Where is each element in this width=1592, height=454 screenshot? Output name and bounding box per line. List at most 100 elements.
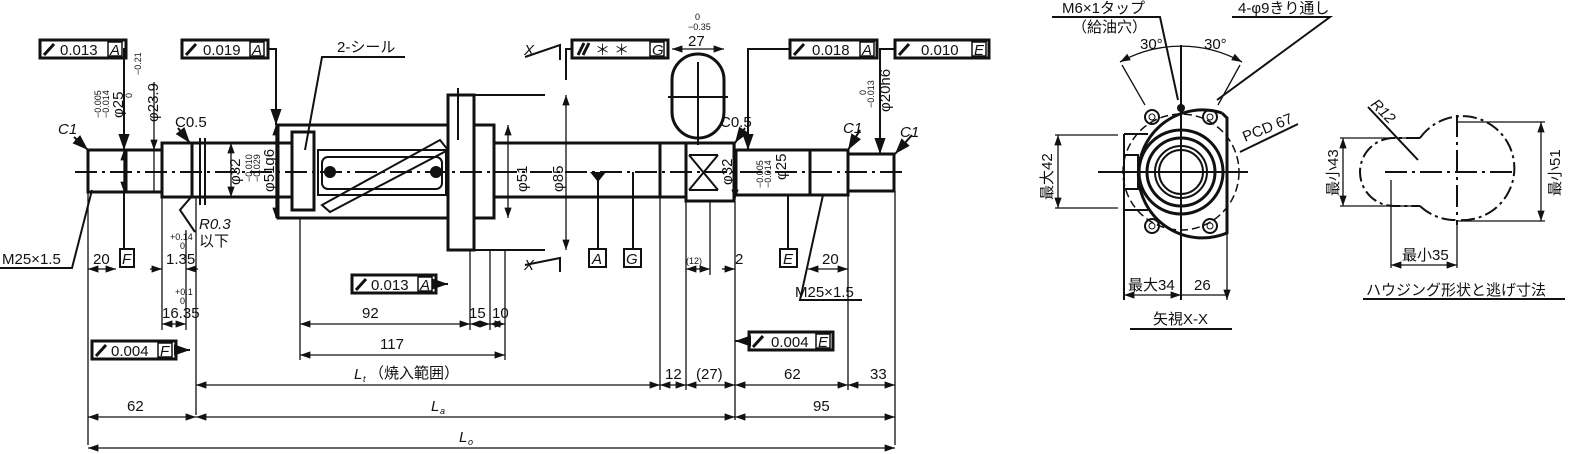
svg-text:12: 12 [665, 366, 682, 383]
svg-text:(12): (12) [686, 256, 702, 266]
view-x-x [1052, 16, 1334, 330]
datum-f: F [119, 192, 135, 268]
max42-label: 最大42 [1039, 153, 1056, 200]
svg-text:E: E [818, 334, 829, 351]
svg-text:1.35: 1.35 [166, 251, 195, 268]
tap-label: M6×1タップ [1062, 0, 1145, 17]
datum-e: E [779, 195, 798, 268]
seal-left [290, 130, 316, 212]
svg-text:F: F [122, 251, 132, 268]
return-tube-window [317, 149, 447, 196]
svg-text:L: L [354, 366, 362, 383]
flat-width-tol-lower: −0.35 [688, 22, 711, 32]
svg-text:10: 10 [492, 305, 509, 322]
seal-label: 2-シール [337, 39, 395, 56]
thread-left-label: M25×1.5 [2, 251, 61, 268]
svg-text:（焼入範囲）: （焼入範囲） [369, 364, 459, 382]
svg-text:t: t [363, 374, 366, 384]
fcf-runout-0010-e: 0.010 E [893, 38, 991, 60]
bolt-hole-icons [1144, 109, 1218, 234]
extension-lines [87, 191, 896, 445]
svg-text:φ32: φ32 [719, 159, 736, 185]
svg-text:A: A [419, 277, 430, 294]
view-x-x-caption: 矢視X-X [1153, 311, 1208, 328]
max34-label: 最大34 [1128, 277, 1175, 294]
svg-text:33: 33 [870, 366, 887, 383]
chamfer-c1-right: C1 [900, 124, 919, 141]
fillet-r03: R0.3 [199, 216, 231, 233]
svg-text:0.019: 0.019 [203, 42, 241, 59]
svg-text:o: o [468, 437, 473, 447]
svg-text:φ85: φ85 [550, 166, 567, 192]
left-shoulder [160, 141, 194, 199]
svg-text:φ25: φ25 [773, 154, 790, 180]
diameter-dim-lines [120, 45, 739, 250]
svg-text:0: 0 [180, 296, 185, 306]
datum-a: A [588, 248, 607, 268]
svg-text:(27): (27) [696, 366, 723, 383]
svg-text:−0.005: −0.005 [755, 160, 765, 188]
svg-text:2: 2 [735, 251, 743, 268]
svg-text:0.004: 0.004 [771, 334, 809, 351]
svg-text:−0.21: −0.21 [133, 52, 143, 75]
svg-text:16.35: 16.35 [162, 305, 200, 322]
svg-text:0: 0 [124, 93, 134, 98]
svg-text:A: A [861, 42, 872, 59]
svg-text:−0.005: −0.005 [93, 90, 103, 118]
svg-text:+0.14: +0.14 [170, 232, 193, 242]
svg-text:15: 15 [469, 305, 486, 322]
svg-text:F: F [160, 343, 170, 360]
svg-text:−0.029: −0.029 [252, 154, 262, 182]
svg-text:−0.010: −0.010 [244, 154, 254, 182]
svg-text:92: 92 [362, 305, 379, 322]
svg-text:−0.014: −0.014 [763, 160, 773, 188]
fcf-runout-0013-a-left: 0.013 A [38, 38, 128, 60]
dimension-lines [88, 265, 895, 452]
housing-relief-view [1339, 106, 1565, 300]
flat-cut-section [670, 52, 726, 140]
svg-text:L: L [431, 398, 439, 415]
svg-text:φ25: φ25 [110, 92, 127, 118]
svg-text:＊ ＊: ＊ ＊ [595, 42, 629, 59]
datum-g: G [623, 248, 642, 268]
svg-text:0.013: 0.013 [371, 277, 409, 294]
pcd-label: PCD 67 [1240, 110, 1295, 145]
svg-text:E: E [974, 42, 985, 59]
svg-text:62: 62 [127, 398, 144, 415]
undercut [658, 141, 688, 199]
chamfer-c05-right: C0.5 [720, 114, 752, 131]
section-x-bottom: X [523, 257, 535, 274]
svg-text:φ20h6: φ20h6 [877, 69, 894, 112]
svg-text:95: 95 [813, 398, 830, 415]
chamfer-c1-left: C1 [58, 121, 77, 138]
flat-width-27: 27 [688, 33, 705, 50]
svg-text:G: G [626, 251, 638, 268]
svg-text:−0.014: −0.014 [101, 90, 111, 118]
svg-text:φ51: φ51 [514, 166, 531, 192]
svg-text:0: 0 [180, 241, 185, 251]
width-26-label: 26 [1194, 277, 1211, 294]
fcf-leaders [118, 48, 895, 356]
housing-caption: ハウジング形状と逃げ寸法 [1366, 282, 1546, 299]
angle-right: 30° [1204, 36, 1227, 53]
svg-text:0: 0 [858, 90, 868, 95]
min43-label: 最小43 [1325, 149, 1342, 196]
svg-text:A: A [251, 42, 262, 59]
fcf-runout-0004-e: 0.004 E [747, 330, 835, 352]
svg-text:+0.1: +0.1 [175, 287, 193, 297]
chamfer-c1-mid: C1 [843, 120, 862, 137]
svg-text:20: 20 [822, 251, 839, 268]
shaft-side-view [75, 52, 905, 252]
svg-text:E: E [783, 251, 794, 268]
chamfer-c05-left: C0.5 [175, 114, 207, 131]
fillet-r03-note: 以下 [199, 233, 229, 250]
ball-right [430, 166, 442, 178]
tap-note: （給油穴） [1072, 19, 1147, 36]
svg-text:0.018: 0.018 [812, 42, 850, 59]
svg-text:0.013: 0.013 [60, 42, 98, 59]
holes-label: 4-φ9きり通し [1238, 0, 1329, 17]
dimension-values: 20 1.35 +0.14 0 16.35 +0.1 0 92 15 10 11… [93, 232, 887, 447]
right-shaft-end [846, 152, 896, 193]
svg-text:117: 117 [380, 336, 404, 353]
